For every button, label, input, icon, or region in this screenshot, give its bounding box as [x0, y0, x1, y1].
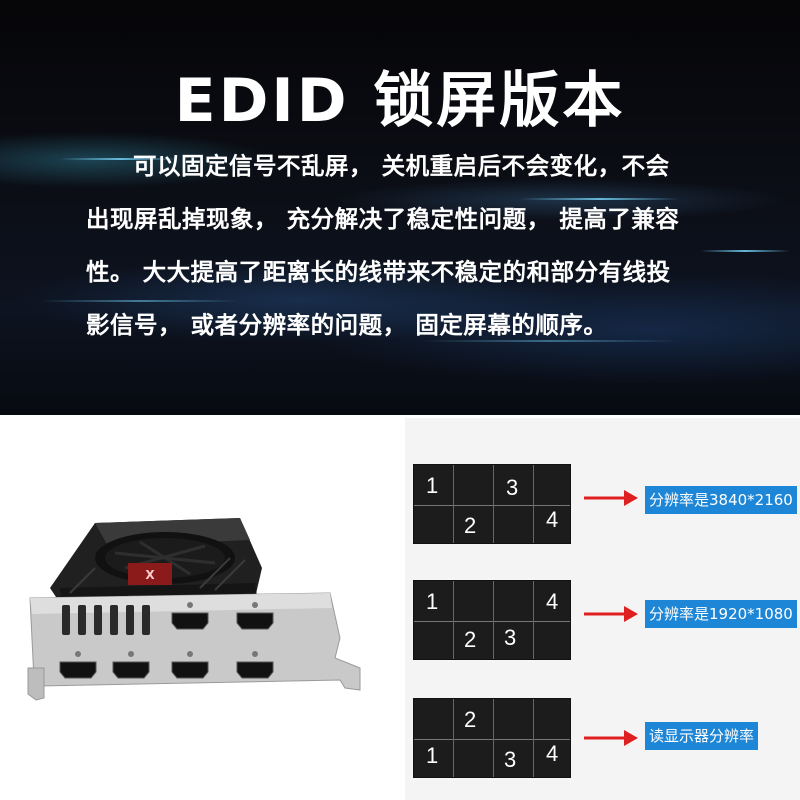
svg-text:X: X: [145, 568, 155, 582]
screen-number: 3: [504, 747, 517, 772]
screen-number: 1: [426, 743, 439, 768]
light-streak: [420, 340, 680, 342]
screen-number: 3: [506, 475, 519, 500]
screen-order-grid-3: 2 1 3 4: [413, 698, 571, 778]
screen-number: 2: [464, 707, 477, 732]
arrow-right-icon: [584, 606, 638, 622]
resolution-label: 分辨率是1920*1080: [645, 600, 797, 628]
resolution-label: 读显示器分辨率: [645, 722, 759, 750]
light-streak: [700, 250, 790, 252]
screen-number: 4: [546, 741, 559, 766]
light-streak: [60, 158, 180, 160]
screen-number: 2: [464, 627, 477, 652]
screen-number: 1: [426, 589, 439, 614]
screen-number: 3: [504, 625, 517, 650]
graphics-card-image: X: [0, 418, 400, 798]
screen-order-grid-1: 1 3 2 4: [413, 464, 571, 544]
resolution-label: 分辨率是3840*2160: [645, 486, 797, 514]
light-streak: [520, 198, 680, 200]
arrow-right-icon: [584, 490, 638, 506]
screen-number: 1: [426, 473, 439, 498]
screen-order-grid-2: 1 4 2 3: [413, 580, 571, 660]
banner-description: 可以固定信号不乱屏， 关机重启后不会变化，不会出现屏乱掉现象， 充分解决了稳定性…: [86, 152, 680, 339]
screen-number: 4: [546, 507, 559, 532]
screen-number: 4: [546, 589, 559, 614]
arrow-right-icon: [584, 730, 638, 746]
edid-banner: EDID 锁屏版本 可以固定信号不乱屏， 关机重启后不会变化，不会出现屏乱掉现象…: [0, 0, 800, 415]
banner-title: EDID 锁屏版本: [174, 66, 626, 136]
screen-number: 2: [464, 513, 477, 538]
light-streak: [40, 300, 240, 302]
